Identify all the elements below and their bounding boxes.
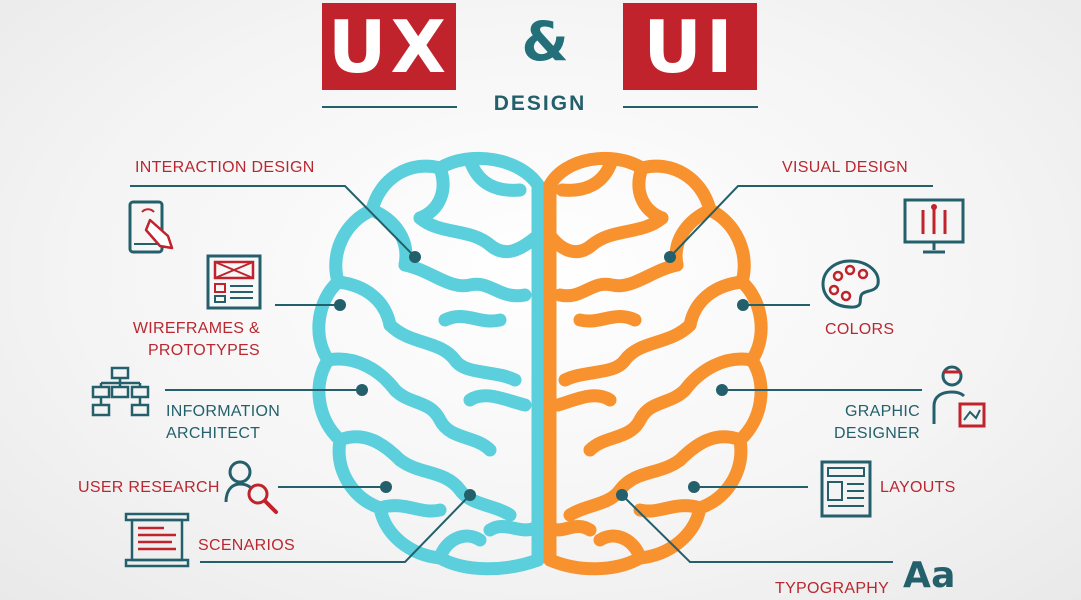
label-typography: TYPOGRAPHY bbox=[775, 580, 890, 597]
connector-lines-right bbox=[621, 185, 933, 563]
label-colors: COLORS bbox=[825, 321, 895, 338]
ampersand: & bbox=[521, 10, 569, 73]
color-palette-icon bbox=[821, 259, 880, 309]
label-user-research: USER RESEARCH bbox=[78, 479, 220, 496]
ux-title-box: UX bbox=[322, 3, 456, 90]
graphic-designer-icon bbox=[932, 365, 986, 428]
ux-title: UX bbox=[328, 4, 450, 89]
label-information-line2: ARCHITECT bbox=[166, 425, 261, 442]
user-research-icon bbox=[224, 460, 278, 514]
label-information-line1: INFORMATION bbox=[166, 403, 281, 420]
connector-lines-left bbox=[130, 185, 471, 563]
label-visual-design: VISUAL DESIGN bbox=[782, 159, 909, 176]
brain-right-hemisphere bbox=[543, 151, 768, 576]
ui-title: UI bbox=[643, 4, 737, 89]
ui-title-box: UI bbox=[623, 3, 757, 90]
layout-icon bbox=[820, 460, 872, 518]
label-wireframes-line1: WIREFRAMES & bbox=[132, 320, 260, 337]
typography-aa-icon: Aa bbox=[903, 555, 956, 596]
label-interaction-design: INTERACTION DESIGN bbox=[135, 159, 315, 176]
design-subtitle: DESIGN bbox=[493, 92, 587, 115]
subtitle-rule-right bbox=[623, 106, 758, 108]
connector-dots-left bbox=[334, 251, 476, 501]
label-graphic-line1: GRAPHIC bbox=[845, 403, 920, 420]
scenario-scroll-icon bbox=[124, 512, 190, 568]
label-wireframes-line2: PROTOTYPES bbox=[147, 342, 260, 359]
connector-dots-right bbox=[616, 251, 749, 501]
sitemap-icon bbox=[91, 366, 150, 417]
wireframe-icon bbox=[206, 254, 262, 310]
tablet-touch-icon bbox=[128, 200, 174, 254]
brain-left-hemisphere bbox=[312, 151, 545, 576]
label-layouts: LAYOUTS bbox=[880, 479, 956, 496]
label-scenarios: SCENARIOS bbox=[198, 537, 295, 554]
label-graphic-line2: DESIGNER bbox=[834, 425, 920, 442]
subtitle-rule-left bbox=[322, 106, 457, 108]
monitor-tools-icon bbox=[903, 198, 965, 254]
